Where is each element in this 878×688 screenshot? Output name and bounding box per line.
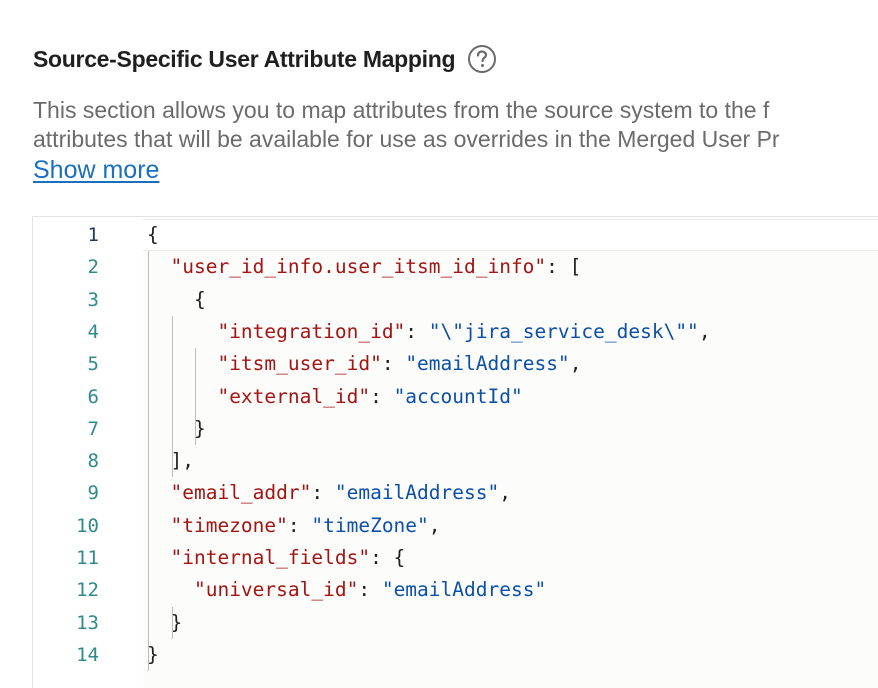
description-line: This section allows you to map attribute…	[33, 97, 770, 123]
section-description: This section allows you to map attribute…	[33, 96, 878, 154]
line-number: 5	[87, 353, 99, 376]
json-key: "timezone"	[170, 513, 288, 537]
json-punctuation: ,	[569, 352, 582, 376]
indent-guide	[195, 348, 196, 446]
question-circle-icon[interactable]	[467, 44, 497, 74]
code-line: "internal_fields": {	[147, 542, 405, 574]
code-line: {	[147, 284, 206, 316]
code-area[interactable]	[143, 217, 878, 688]
json-string: "emailAddress"	[334, 481, 500, 505]
line-number: 9	[87, 482, 99, 505]
line-number: 6	[87, 385, 99, 408]
json-punctuation	[147, 320, 217, 343]
json-punctuation: ,	[499, 481, 511, 505]
json-key: "integration_id"	[217, 319, 406, 343]
line-number: 1	[87, 224, 99, 246]
description-line: attributes that will be available for us…	[33, 126, 780, 152]
json-string: "emailAddress"	[381, 578, 547, 602]
code-line: }	[147, 639, 159, 671]
code-line: ],	[147, 445, 194, 477]
json-punctuation: ,	[698, 319, 711, 343]
json-punctuation: ],	[147, 449, 194, 473]
code-line: }	[147, 607, 182, 639]
json-punctuation	[147, 255, 170, 278]
json-punctuation: :	[370, 384, 394, 408]
json-key: "user_id_info.user_itsm_id_info"	[170, 255, 547, 279]
json-punctuation: :	[358, 578, 382, 602]
line-number: 7	[87, 417, 99, 440]
code-line: "external_id": "accountId"	[147, 381, 523, 413]
json-punctuation: :	[405, 319, 429, 343]
json-punctuation: {	[147, 223, 159, 246]
code-line: "integration_id": "\"jira_service_desk\"…	[147, 316, 711, 348]
json-punctuation: }	[147, 416, 206, 440]
line-number: 3	[87, 288, 99, 311]
indent-guide	[171, 315, 173, 478]
json-punctuation: ,	[428, 513, 441, 537]
json-key: "internal_fields"	[170, 546, 371, 569]
json-punctuation: {	[147, 287, 206, 311]
json-key: "external_id"	[217, 384, 371, 408]
indent-guide	[171, 606, 173, 639]
code-line: "email_addr": "emailAddress",	[147, 477, 511, 509]
code-line: }	[147, 413, 206, 445]
section-title: Source-Specific User Attribute Mapping	[33, 45, 456, 72]
code-line: "timezone": "timeZone",	[147, 510, 441, 542]
json-punctuation	[147, 578, 194, 601]
json-punctuation: :	[287, 513, 312, 537]
active-line-highlight	[143, 219, 878, 251]
json-punctuation	[147, 481, 170, 504]
line-number: 2	[87, 256, 99, 279]
line-number: 4	[87, 320, 99, 343]
json-punctuation: }	[147, 642, 159, 666]
show-more-link[interactable]: Show more	[33, 156, 160, 184]
json-punctuation	[147, 385, 217, 408]
json-string: "emailAddress"	[405, 352, 570, 376]
line-number: 11	[76, 547, 99, 569]
json-key: "email_addr"	[170, 481, 312, 505]
code-line: "universal_id": "emailAddress"	[147, 574, 546, 606]
line-number: 14	[76, 643, 99, 666]
json-punctuation: }	[147, 610, 183, 634]
json-punctuation	[147, 546, 170, 569]
json-string: "accountId"	[393, 384, 523, 408]
line-number: 12	[76, 579, 99, 602]
indent-guide	[148, 251, 149, 672]
json-string: "\"jira_service_desk\""	[428, 319, 699, 343]
code-line: "itsm_user_id": "emailAddress",	[147, 348, 581, 380]
json-punctuation: :	[381, 352, 406, 376]
line-number: 8	[87, 450, 99, 473]
json-punctuation: : [	[546, 255, 582, 279]
json-key: "universal_id"	[193, 578, 359, 602]
json-punctuation: :	[311, 481, 335, 505]
line-number: 10	[76, 514, 99, 537]
json-string: "timeZone"	[311, 513, 429, 537]
section-header: Source-Specific User Attribute Mapping	[33, 44, 497, 74]
line-number-gutter	[33, 217, 143, 688]
json-punctuation	[147, 514, 170, 537]
json-punctuation	[147, 352, 217, 375]
json-punctuation: : {	[370, 546, 406, 569]
code-line: {	[147, 219, 159, 251]
json-key: "itsm_user_id"	[217, 352, 382, 376]
line-number: 13	[76, 611, 99, 634]
code-line: "user_id_info.user_itsm_id_info": [	[147, 251, 581, 283]
